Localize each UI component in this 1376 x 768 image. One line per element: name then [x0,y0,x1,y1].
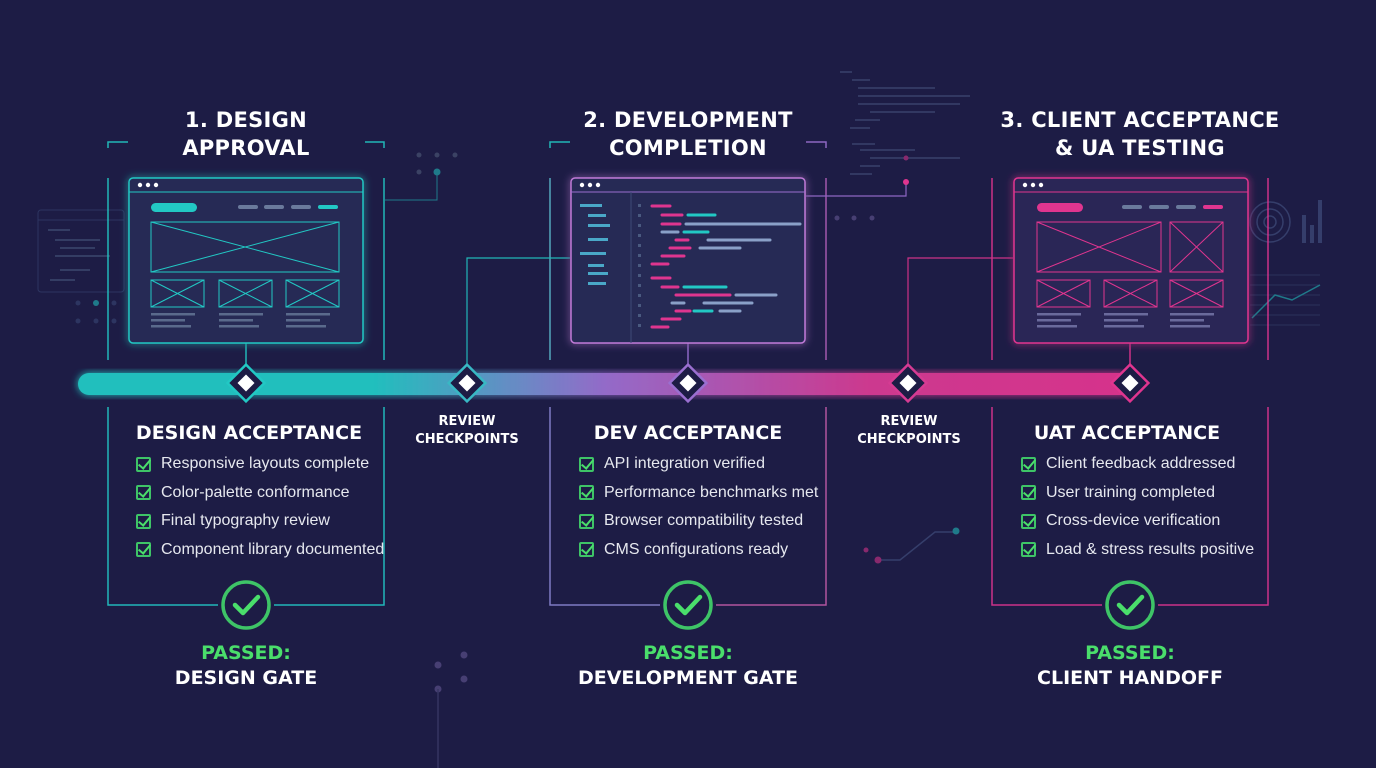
gate-name: CLIENT HANDOFF [1037,667,1223,689]
checkbox-icon [1021,542,1036,558]
stage-3-frame [907,178,1269,606]
stage-1-title: 1. DESIGN APPROVAL [86,106,406,162]
code-editor-icon [570,177,806,344]
checklist-item-label: Responsive layouts complete [161,455,370,473]
stage-1-gate: PASSED: DESIGN GATE [96,641,396,691]
stage-3-gate: PASSED: CLIENT HANDOFF [980,641,1280,691]
checkbox-icon [579,542,594,558]
checkbox-icon [1021,485,1036,501]
stage-2-checklist: API integration verified Performance ben… [579,450,818,564]
stage-3-section-title: UAT ACCEPTANCE [1033,422,1221,444]
browser-window-icon [1013,177,1249,344]
timeline-bar [78,373,1132,395]
checklist-item-label: Performance benchmarks met [604,483,819,501]
checkbox-icon [579,513,594,529]
diamond-node-icon [446,362,488,404]
checklist-item: Component library documented [136,536,384,565]
stage-3-title-line-2: & UA TESTING [1055,136,1225,160]
review-label-line-1: REVIEW [880,414,938,429]
checklist-item-label: Color-palette conformance [161,483,350,501]
checklist-item-label: CMS configurations ready [604,540,789,558]
checkbox-icon [136,542,151,558]
checklist-item-label: Component library documented [161,540,385,558]
check-circle-icon [221,580,271,630]
review-label-line-2: CHECKPOINTS [415,432,519,447]
diamond-node-icon [225,362,267,404]
stage-2-title-line-1: 2. DEVELOPMENT [583,108,793,132]
checkbox-icon [579,456,594,472]
stage-2-section-title: DEV ACCEPTANCE [593,422,783,444]
checkbox-icon [136,485,151,501]
check-circle-icon [663,580,713,630]
gate-name: DEVELOPMENT GATE [577,667,799,689]
review-checkpoints-label-2: REVIEW CHECKPOINTS [839,413,979,449]
browser-window-icon [128,177,364,344]
checkbox-icon [1021,513,1036,529]
stage-1-checklist: Responsive layouts complete Color-palett… [136,450,384,564]
check-circle-icon [1105,580,1155,630]
stage-1-section-title: DESIGN ACCEPTANCE [135,422,363,444]
stage-2-frame [466,141,907,606]
stage-1-title-line-2: APPROVAL [182,136,310,160]
review-label-line-2: CHECKPOINTS [857,432,961,447]
checklist-item: Load & stress results positive [1021,536,1254,565]
checklist-item: Cross-device verification [1021,507,1254,536]
checkbox-icon [136,513,151,529]
stage-2-title-line-2: COMPLETION [609,136,767,160]
gate-name: DESIGN GATE [174,667,318,689]
background-decoration [37,71,1322,768]
stage-3-title-line-1: 3. CLIENT ACCEPTANCE [1000,108,1280,132]
gate-status: PASSED: [1085,642,1175,664]
diamond-node-icon [887,362,929,404]
checklist-item: Final typography review [136,507,384,536]
checklist-item: Responsive layouts complete [136,450,384,479]
gate-status: PASSED: [643,642,733,664]
checklist-item-label: User training completed [1046,483,1215,501]
checklist-item-label: Cross-device verification [1046,512,1221,530]
stage-1-frame [107,141,385,606]
gate-status: PASSED: [201,642,291,664]
checklist-item: CMS configurations ready [579,536,818,565]
checklist-item-label: API integration verified [604,455,765,473]
checklist-item-label: Browser compatibility tested [604,512,804,530]
diamond-node-icon [1109,362,1151,404]
review-label-line-1: REVIEW [438,414,496,429]
checklist-item: Performance benchmarks met [579,479,818,508]
checklist-item-label: Final typography review [161,512,330,530]
checkbox-icon [579,485,594,501]
stage-2-title: 2. DEVELOPMENT COMPLETION [528,106,848,162]
checklist-item: Browser compatibility tested [579,507,818,536]
checkbox-icon [1021,456,1036,472]
review-checkpoints-label-1: REVIEW CHECKPOINTS [397,413,537,449]
checklist-item: Color-palette conformance [136,479,384,508]
checklist-item-label: Load & stress results positive [1046,540,1255,558]
stage-3-checklist: Client feedback addressed User training … [1021,450,1254,564]
stage-1-title-line-1: 1. DESIGN [184,108,308,132]
diamond-node-icon [667,362,709,404]
checklist-item: API integration verified [579,450,818,479]
checklist-item: Client feedback addressed [1021,450,1254,479]
checklist-item-label: Client feedback addressed [1046,455,1236,473]
stage-3-title: 3. CLIENT ACCEPTANCE & UA TESTING [980,106,1300,162]
stage-2-gate: PASSED: DEVELOPMENT GATE [538,641,838,691]
checklist-item: User training completed [1021,479,1254,508]
checkbox-icon [136,456,151,472]
